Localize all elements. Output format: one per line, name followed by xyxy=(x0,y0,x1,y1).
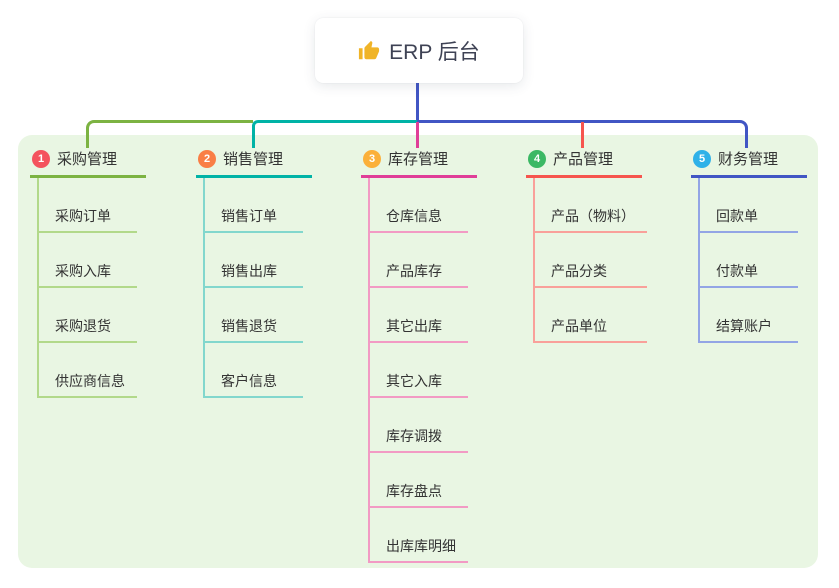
branch-number-badge: 2 xyxy=(198,149,216,168)
node-item[interactable]: 仓库信息 xyxy=(370,178,468,233)
node-item[interactable]: 付款单 xyxy=(700,233,798,288)
node-item[interactable]: 采购订单 xyxy=(39,178,137,233)
root-node-erp[interactable]: ERP 后台 xyxy=(315,18,523,83)
node-item[interactable]: 库存调拨 xyxy=(370,398,468,453)
branch-finance: 5 财务管理 回款单 付款单 结算账户 xyxy=(691,146,807,343)
connector-branch-5 xyxy=(417,120,748,148)
branch-number-badge: 5 xyxy=(693,149,711,168)
branch-product: 4 产品管理 产品（物料） 产品分类 产品单位 xyxy=(526,146,647,343)
node-item[interactable]: 采购入库 xyxy=(39,233,137,288)
branch-header-purchase[interactable]: 1 采购管理 xyxy=(30,146,146,178)
branch-inventory: 3 库存管理 仓库信息 产品库存 其它出库 其它入库 库存调拨 库存盘点 出库库… xyxy=(361,146,477,563)
branch-number-badge: 1 xyxy=(32,149,50,168)
node-item[interactable]: 其它入库 xyxy=(370,343,468,398)
node-item[interactable]: 销售出库 xyxy=(205,233,303,288)
branch-label: 销售管理 xyxy=(223,151,284,168)
branch-items: 回款单 付款单 结算账户 xyxy=(698,178,807,343)
connector-branch-1 xyxy=(86,120,253,148)
node-item[interactable]: 产品（物料） xyxy=(535,178,647,233)
branch-header-inventory[interactable]: 3 库存管理 xyxy=(361,146,477,178)
node-item[interactable]: 产品分类 xyxy=(535,233,647,288)
branch-label: 产品管理 xyxy=(553,151,614,168)
branch-label: 库存管理 xyxy=(388,151,449,168)
branch-items: 销售订单 销售出库 销售退货 客户信息 xyxy=(203,178,312,398)
node-item[interactable]: 其它出库 xyxy=(370,288,468,343)
branch-items: 产品（物料） 产品分类 产品单位 xyxy=(533,178,647,343)
branch-header-product[interactable]: 4 产品管理 xyxy=(526,146,642,178)
node-item[interactable]: 结算账户 xyxy=(700,288,798,343)
node-item[interactable]: 采购退货 xyxy=(39,288,137,343)
node-item[interactable]: 客户信息 xyxy=(205,343,303,398)
branch-header-finance[interactable]: 5 财务管理 xyxy=(691,146,807,178)
node-item[interactable]: 销售退货 xyxy=(205,288,303,343)
branch-items: 采购订单 采购入库 采购退货 供应商信息 xyxy=(37,178,146,398)
branch-items: 仓库信息 产品库存 其它出库 其它入库 库存调拨 库存盘点 出库库明细 xyxy=(368,178,477,563)
node-item[interactable]: 回款单 xyxy=(700,178,798,233)
node-item[interactable]: 库存盘点 xyxy=(370,453,468,508)
node-item[interactable]: 出库库明细 xyxy=(370,508,468,563)
connector-branch-4 xyxy=(581,122,584,148)
branch-number-badge: 4 xyxy=(528,149,546,168)
thumbs-up-icon xyxy=(359,40,380,59)
branch-sales: 2 销售管理 销售订单 销售出库 销售退货 客户信息 xyxy=(196,146,312,398)
connector-branch-2 xyxy=(252,120,417,148)
branches-panel xyxy=(18,135,818,568)
node-item[interactable]: 销售订单 xyxy=(205,178,303,233)
branch-header-sales[interactable]: 2 销售管理 xyxy=(196,146,312,178)
branch-label: 采购管理 xyxy=(57,151,118,168)
branch-number-badge: 3 xyxy=(363,149,381,168)
branch-label: 财务管理 xyxy=(718,151,779,168)
branch-purchase: 1 采购管理 采购订单 采购入库 采购退货 供应商信息 xyxy=(30,146,146,398)
node-item[interactable]: 产品库存 xyxy=(370,233,468,288)
node-item[interactable]: 产品单位 xyxy=(535,288,647,343)
node-item[interactable]: 供应商信息 xyxy=(39,343,137,398)
root-title: ERP 后台 xyxy=(389,40,480,64)
root-connector-line xyxy=(416,83,419,122)
connector-branch-3 xyxy=(416,122,419,148)
